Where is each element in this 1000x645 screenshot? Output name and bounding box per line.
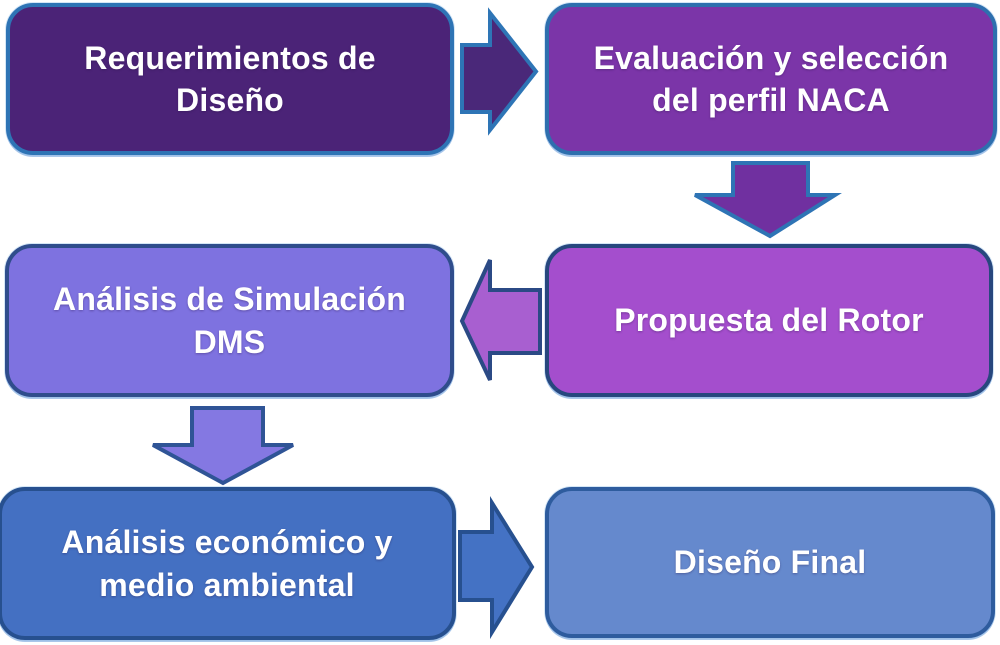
- node-diseno-final-label: Diseño Final: [673, 544, 867, 581]
- node-propuesta-rotor-label: Propuesta del Rotor: [614, 302, 924, 339]
- node-diseno-final: Diseño Final: [545, 487, 995, 638]
- flow-arrow-down-2-icon: [694, 161, 842, 239]
- node-analisis-economico-ambiental: Análisis económico y medio ambiental: [0, 487, 456, 640]
- node-requerimientos-diseno-label: Requerimientos de Diseño: [84, 39, 376, 118]
- node-evaluacion-seleccion-naca-label: Evaluación y selección del perfil NACA: [593, 39, 949, 118]
- node-analisis-simulacion-dms: Análisis de Simulación DMS: [5, 244, 454, 397]
- node-requerimientos-diseno: Requerimientos de Diseño: [6, 3, 454, 155]
- node-evaluacion-seleccion-naca: Evaluación y selección del perfil NACA: [545, 3, 997, 155]
- node-propuesta-rotor: Propuesta del Rotor: [545, 244, 993, 397]
- flow-arrow-down-4-icon: [152, 406, 294, 486]
- node-analisis-economico-ambiental-label: Análisis económico y medio ambiental: [61, 524, 393, 603]
- flow-arrow-left-3-icon: [459, 259, 542, 381]
- flow-arrow-right-5-icon: [458, 496, 535, 640]
- node-analisis-simulacion-dms-label: Análisis de Simulación DMS: [53, 281, 406, 360]
- flow-arrow-right-1-icon: [460, 7, 539, 136]
